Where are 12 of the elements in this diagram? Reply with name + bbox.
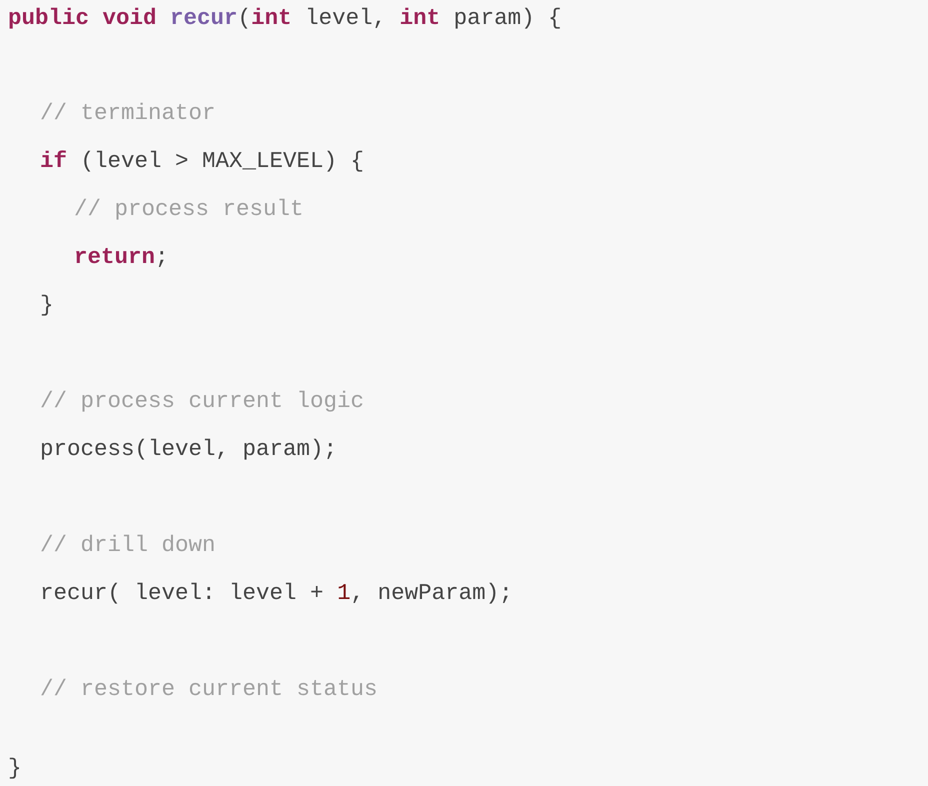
code-comment: // terminator <box>40 99 216 127</box>
code-comment: // process result <box>74 195 304 223</box>
code-line: return; <box>74 243 169 271</box>
code-comment: // process current logic <box>40 387 364 415</box>
code-comment: // restore current status <box>40 675 378 703</box>
code-comment: // drill down <box>40 531 216 559</box>
code-line: process(level, param); <box>40 435 338 463</box>
code-line: } <box>8 754 22 782</box>
code-line: recur( level: level + 1, newParam); <box>40 579 513 607</box>
code-line: } <box>40 291 54 319</box>
code-line: public void recur(int level, int param) { <box>8 4 562 32</box>
code-line: if (level > MAX_LEVEL) { <box>40 147 364 175</box>
